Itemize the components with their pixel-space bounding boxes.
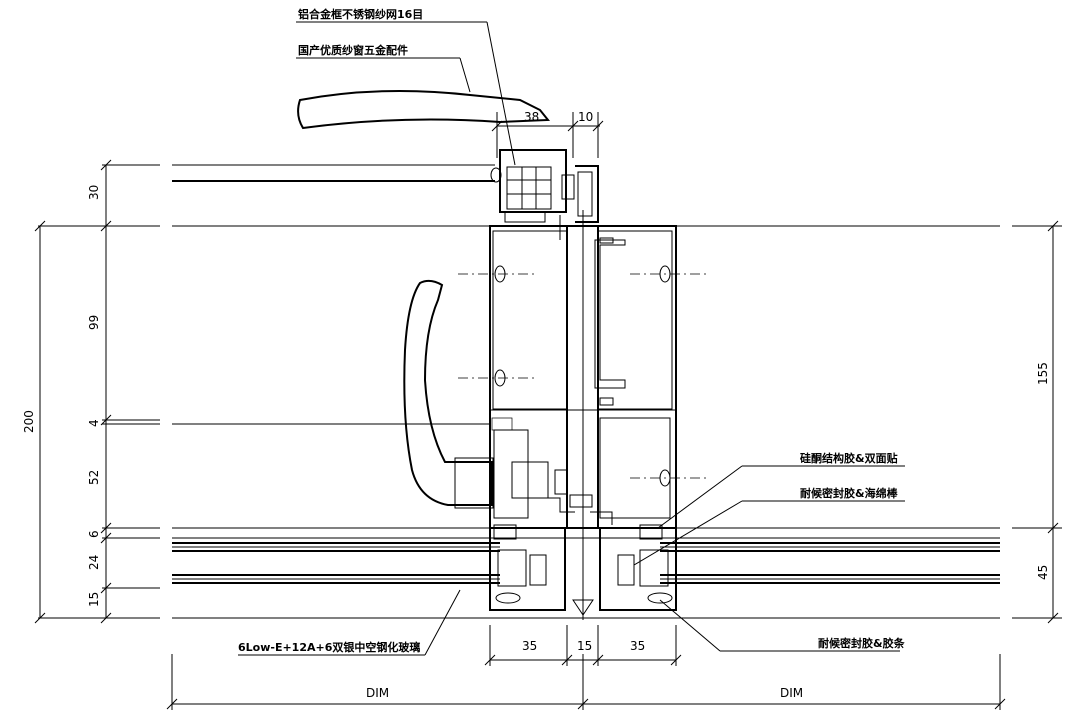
dim-200: 200 <box>22 410 36 433</box>
dim-155: 155 <box>1036 362 1050 385</box>
annotations: 铝合金框不锈钢纱网16目 国产优质纱窗五金配件 硅酮结构胶&双面贴 耐候密封胶&… <box>238 7 906 654</box>
dim-24: 24 <box>87 555 101 570</box>
right-dimension-chain <box>1047 220 1059 624</box>
leader-lines <box>238 21 905 656</box>
dim-6: 6 <box>87 530 101 538</box>
top-dimensions <box>491 112 604 158</box>
label-weather-seal-strip: 耐候密封胶&胶条 <box>818 636 906 650</box>
dim-right: DIM <box>780 686 803 700</box>
label-structural-glue: 硅酮结构胶&双面贴 <box>800 451 898 465</box>
dim-15-mid: 15 <box>577 639 592 653</box>
dim-52: 52 <box>87 470 101 485</box>
dim-35-left: 35 <box>522 639 537 653</box>
dim-38: 38 <box>524 110 539 124</box>
dim-35-right: 35 <box>630 639 645 653</box>
reference-lines <box>38 164 1062 619</box>
dim-30: 30 <box>87 185 101 200</box>
dim-45: 45 <box>1036 565 1050 580</box>
glass-panes <box>172 180 1000 584</box>
pressure-plates <box>489 524 677 616</box>
label-glass: 6Low-E+12A+6双银中空钢化玻璃 <box>238 640 420 654</box>
dim-15-left: 15 <box>87 592 101 607</box>
mullion-profile <box>489 210 677 620</box>
bottom-dimensions <box>166 625 1006 710</box>
window-handle <box>403 279 494 509</box>
label-weather-seal-rod: 耐候密封胶&海绵棒 <box>800 486 899 500</box>
dim-10: 10 <box>578 110 593 124</box>
left-dimension-chain <box>34 159 112 624</box>
dimension-values: 38 10 30 200 99 4 52 6 24 15 155 45 35 1… <box>22 110 1050 700</box>
label-hardware: 国产优质纱窗五金配件 <box>298 43 408 57</box>
screen-frame <box>297 90 599 240</box>
label-mesh: 铝合金框不锈钢纱网16目 <box>298 7 423 21</box>
dim-left: DIM <box>366 686 389 700</box>
center-lines <box>458 265 708 487</box>
dim-4: 4 <box>87 419 101 427</box>
dim-99: 99 <box>87 315 101 330</box>
